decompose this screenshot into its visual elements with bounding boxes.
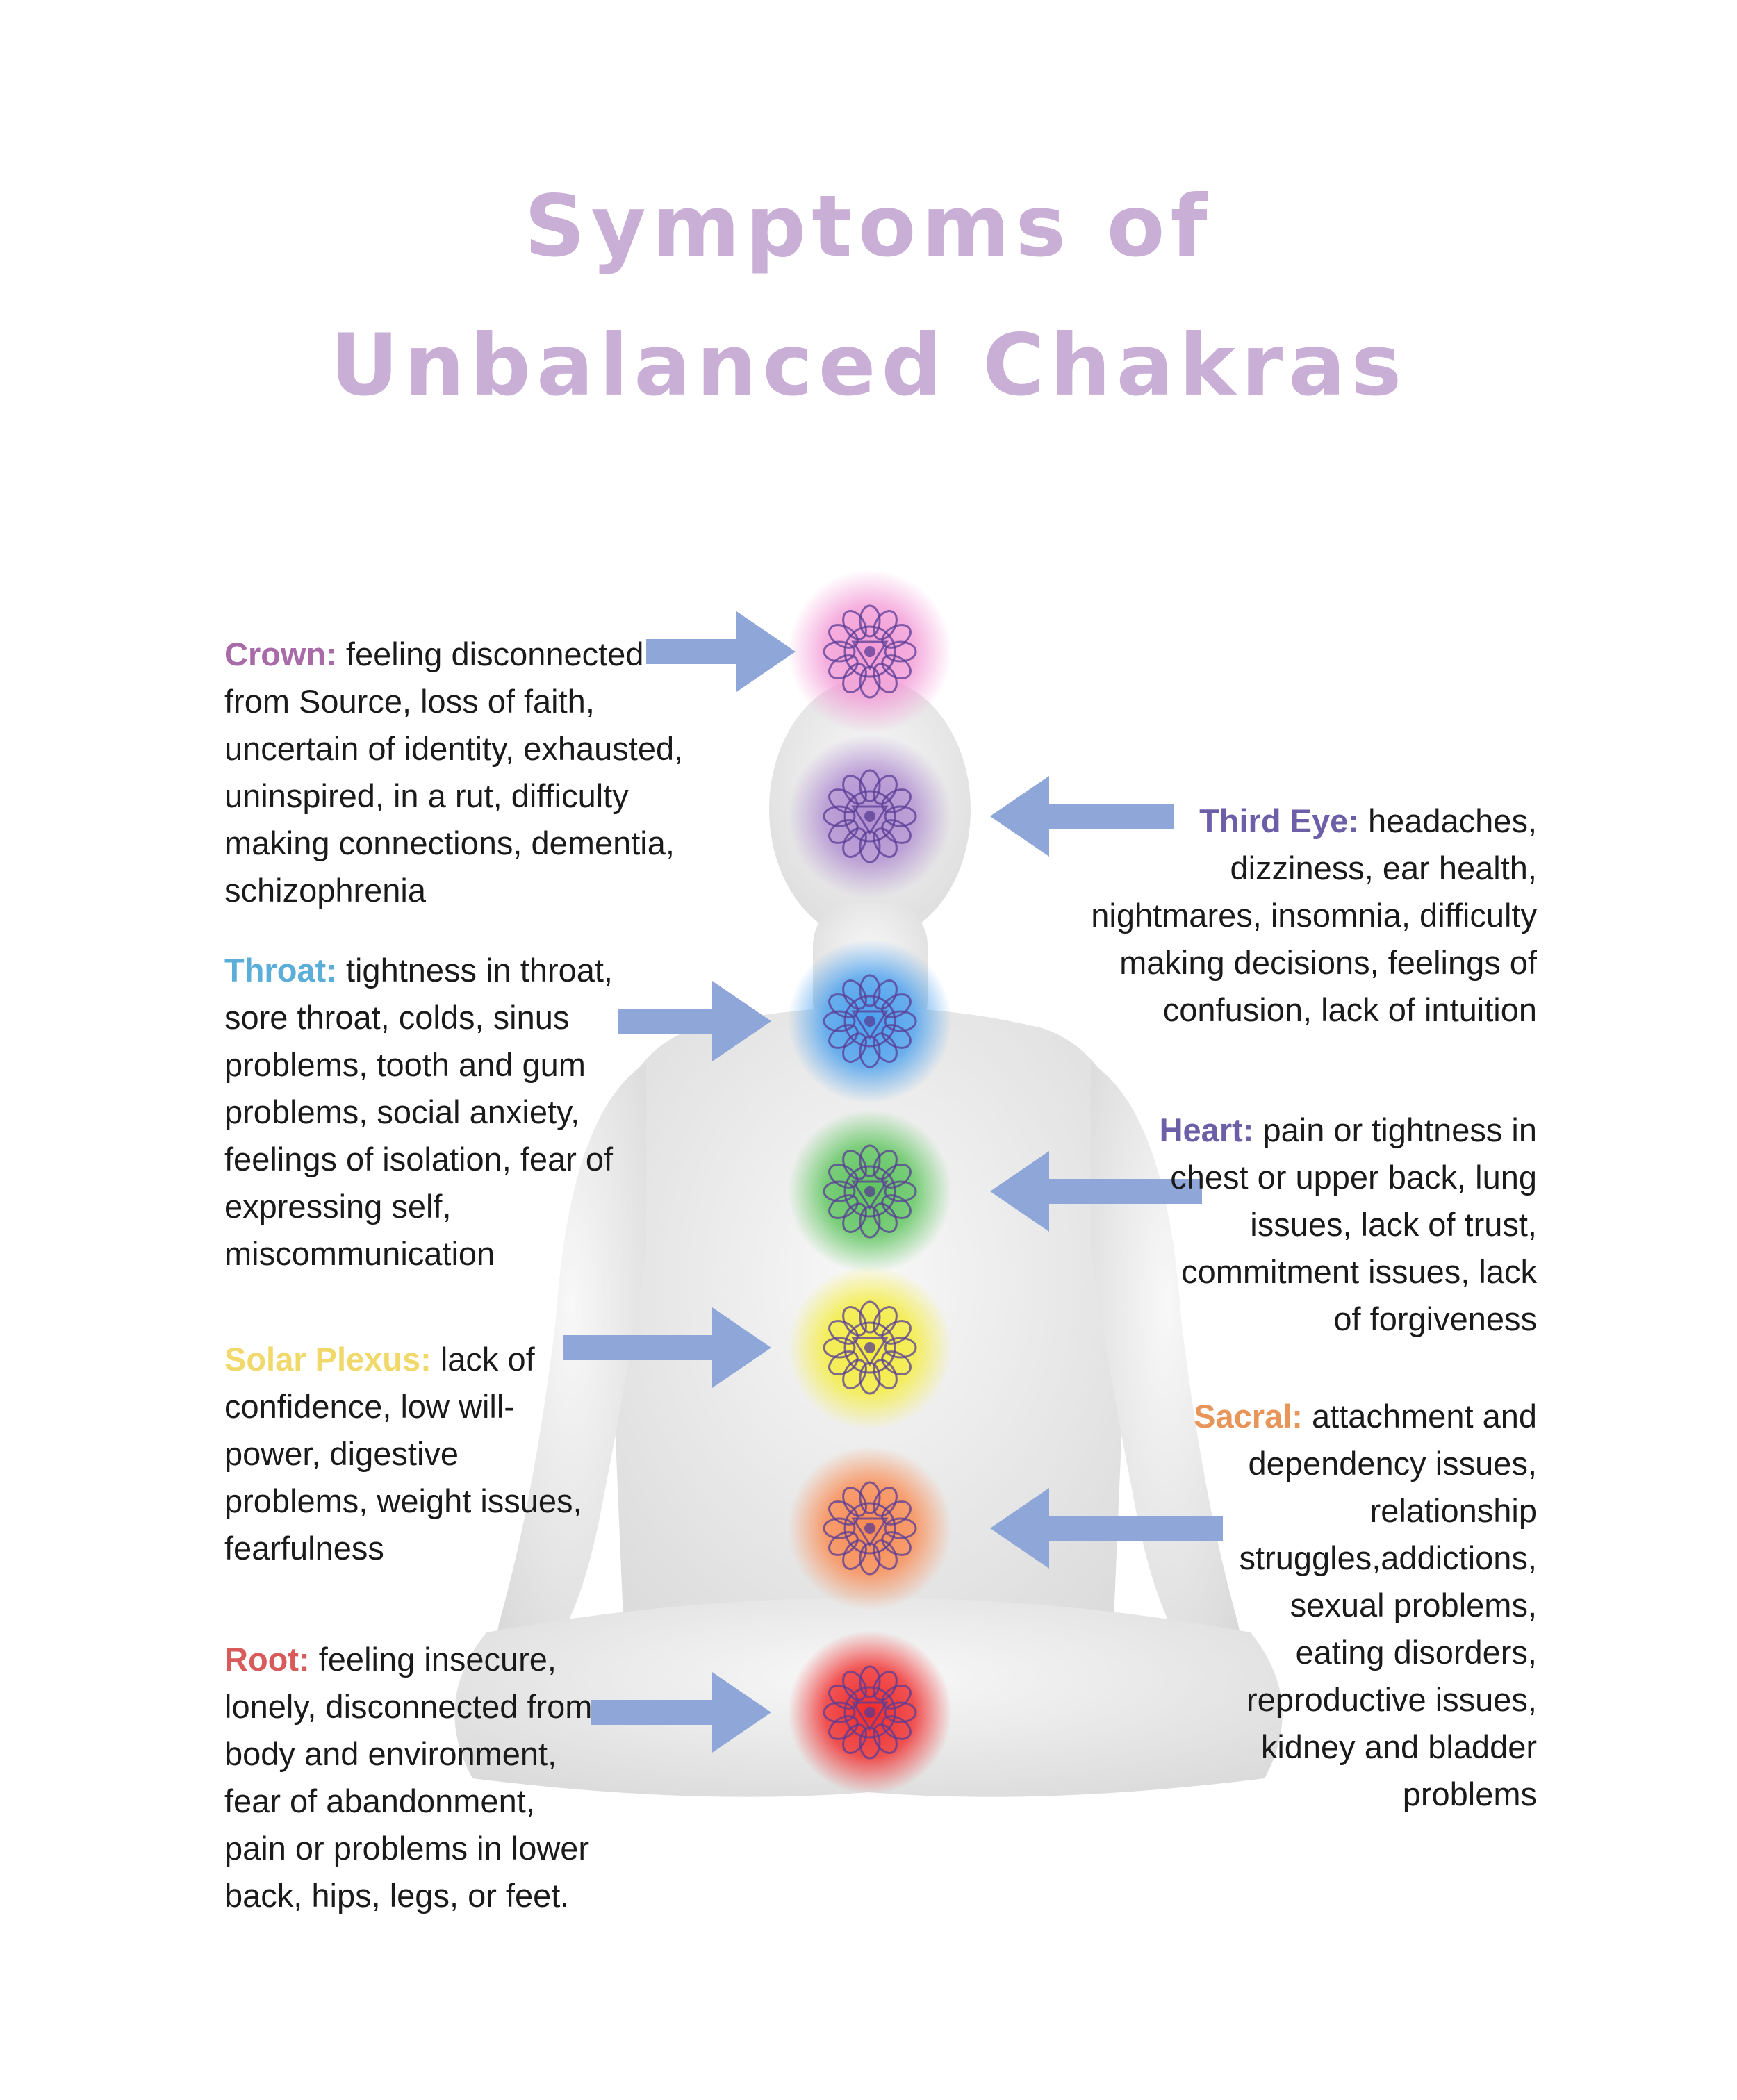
throat-arrow: [618, 981, 771, 1061]
heart-arrow: [990, 1151, 1202, 1232]
solar-plexus-label: Solar Plexus:: [224, 1341, 431, 1378]
solar-plexus-text: lack of confidence, low will- power, dig…: [224, 1341, 582, 1566]
root-description: Root: feeling insecure, lonely, disconne…: [224, 1589, 592, 1919]
crown-text: feeling disconnected from Source, loss o…: [224, 636, 684, 909]
third-eye-arrow: [990, 776, 1174, 857]
root-chakra-icon: [823, 1665, 917, 1760]
sacral-text: attachment and dependency issues, relati…: [1239, 1398, 1537, 1812]
title-line-2: Unbalanced Chakras: [329, 316, 1408, 415]
crown-label: Crown:: [224, 636, 337, 672]
crown-chakra-icon: [823, 604, 917, 699]
root-arrow: [591, 1672, 771, 1753]
throat-chakra-icon: [823, 974, 917, 1068]
throat-label: Throat:: [224, 952, 337, 989]
third-eye-label: Third Eye:: [1199, 802, 1359, 839]
title-line-1: Symptoms of: [524, 177, 1213, 276]
third-eye-description: Third Eye: headaches, dizziness, ear hea…: [1091, 750, 1537, 1034]
root-label: Root:: [224, 1641, 310, 1678]
heart-chakra-icon: [823, 1144, 917, 1239]
crown-arrow: [646, 611, 796, 692]
heart-label: Heart:: [1159, 1111, 1254, 1148]
throat-text: tightness in throat, sore throat, colds,…: [224, 952, 614, 1272]
heart-text: pain or tightness in chest or upper back…: [1170, 1111, 1537, 1337]
solar-plexus-description: Solar Plexus: lack of confidence, low wi…: [224, 1289, 582, 1572]
sacral-chakra-icon: [823, 1481, 917, 1576]
solar-plexus-chakra-icon: [823, 1300, 917, 1395]
crown-description: Crown: feeling disconnected from Source,…: [224, 584, 683, 914]
sacral-description: Sacral: attachment and dependency issues…: [1194, 1346, 1537, 1818]
throat-description: Throat: tightness in throat, sore throat…: [224, 900, 613, 1278]
sacral-arrow: [990, 1488, 1223, 1569]
third-eye-text: headaches, dizziness, ear health, nightm…: [1091, 802, 1537, 1028]
root-text: feeling insecure, lonely, disconnected f…: [224, 1641, 593, 1914]
solar-plexus-arrow: [563, 1307, 771, 1388]
heart-description: Heart: pain or tightness in chest or upp…: [1160, 1059, 1537, 1343]
sacral-label: Sacral:: [1194, 1398, 1303, 1435]
third-eye-chakra-icon: [823, 769, 917, 863]
